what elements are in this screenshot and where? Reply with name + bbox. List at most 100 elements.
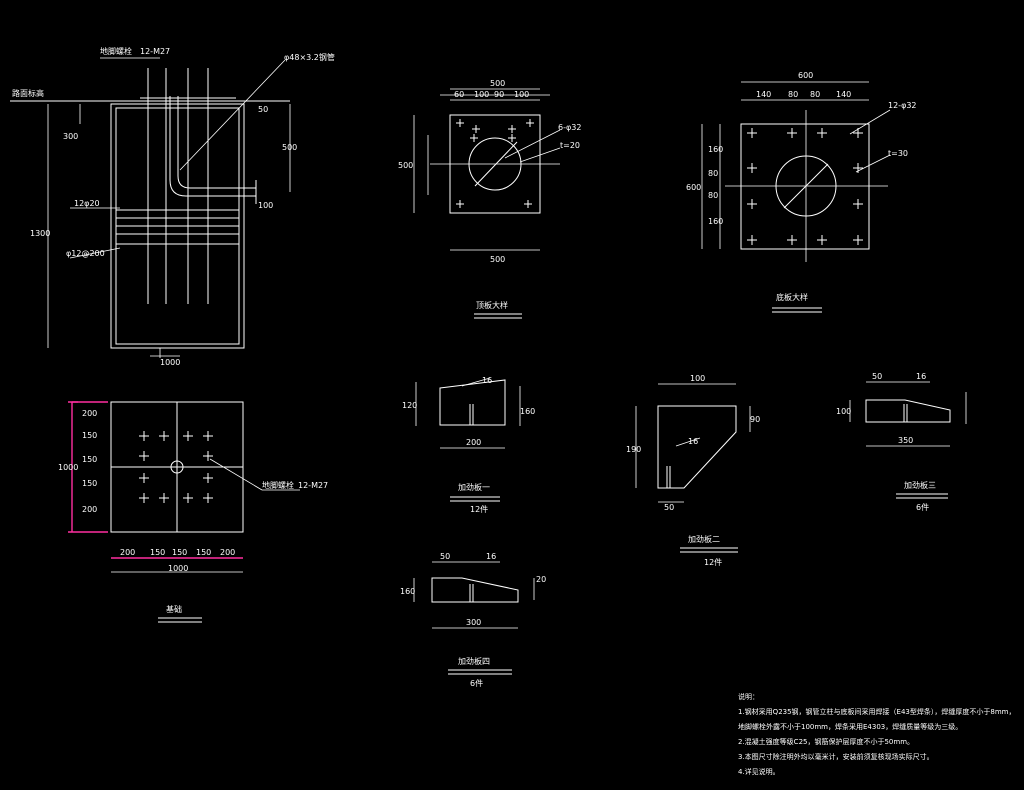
plan-dim-b1: 200 [120,548,135,557]
dim-300: 300 [63,132,78,141]
hole-cross-icon [853,199,863,209]
bolt-cross-icon [203,451,213,461]
hole-cross-icon [524,200,532,208]
bolt-cross-icon [203,493,213,503]
bolt-cross-icon [139,431,149,441]
bolt-cross-icon [159,493,169,503]
stiff2-title: 加劲板二 [688,534,720,544]
plate2-dim-t4: 140 [836,90,851,99]
stiff2-dim-bottom: 50 [664,503,674,512]
notes-line-5: 4.详见说明。 [738,768,780,776]
stiff1-dim-h: 120 [402,401,417,410]
stiff4-dim-w: 300 [466,618,481,627]
stiffener2-view: 100 190 90 16 50 加劲板二 12件 [626,374,760,567]
plate2-dim-l4: 160 [708,217,723,226]
hole-cross-icon [787,128,797,138]
plate2-dim-l3: 80 [708,191,718,200]
plan-dim-l3: 150 [82,455,97,464]
dim-1300: 1300 [30,229,50,238]
stiff2-dim-h: 190 [626,445,641,454]
bolt-cross-icon [183,493,193,503]
hole-cross-icon [747,128,757,138]
rebar-label-1: 12φ20 [74,199,100,208]
stiff4-dim-a: 50 [440,552,450,561]
plan-dim-total: 1000 [168,564,188,573]
stiff4-dim-r: 20 [536,575,546,584]
plan-bolt-crosses [139,431,213,503]
plate1-dim-t1: 60 [454,90,464,99]
plate1-thick-label: t=20 [560,141,580,150]
plate2-holes-label: 12-φ32 [888,101,917,110]
dim-500: 500 [282,143,297,152]
stiff2-qty: 12件 [704,557,722,567]
hole-cross-icon [787,235,797,245]
stiff1-dim-r: 160 [520,407,535,416]
ground-label: 路面标高 [12,88,44,98]
dim-50: 50 [258,105,268,114]
plate2-dim-l1: 160 [708,145,723,154]
dim-100: 100 [258,201,273,210]
notes-line-3: 2.混凝土强度等级C25，钢筋保护层厚度不小于50mm。 [738,738,915,746]
plate2-thick-label: t=30 [888,149,908,158]
hole-cross-icon [747,235,757,245]
stiff4-dim-h: 160 [400,587,415,596]
plate1-dim-t2: 100 [474,90,489,99]
stiff3-dim-a: 50 [872,372,882,381]
pipe-label: φ48×3.2钢管 [284,52,335,62]
stiff1-title: 加劲板一 [458,482,490,492]
stiff4-dim-slope: 16 [486,552,496,561]
plan-dim-b2: 150 [150,548,165,557]
stiff2-dim-r: 90 [750,415,760,424]
plan-dim-l1: 200 [82,409,97,418]
stiffener4-view: 50 16 160 20 300 加劲板四 6件 [400,552,546,688]
hole-cross-icon [508,125,516,133]
hole-cross-icon [853,235,863,245]
plate1-hole-crosses [456,119,534,208]
hole-cross-icon [817,235,827,245]
plan-bolt-spec: 12-M27 [298,481,328,490]
bolt-cross-icon [139,493,149,503]
notes-line-1: 1.钢材采用Q235钢，钢管立柱与底板间采用焊接（E43型焊条），焊缝厚度不小于… [738,708,1016,716]
notes-line-2: 地脚螺栓外露不小于100mm，焊条采用E4303，焊缝质量等级为三级。 [738,723,963,731]
plate2-dim-l2: 80 [708,169,718,178]
bolt-cross-icon [203,431,213,441]
anchor-bolt-label: 地脚螺栓 [100,46,132,56]
plan-dim-left: 1000 [58,463,78,472]
plate1-holes-label: 6-φ32 [558,123,581,132]
plate1-dim-t4: 100 [514,90,529,99]
dim-1000: 1000 [160,358,180,367]
plate1-dim-bottom: 500 [490,255,505,264]
bolt-cross-icon [139,473,149,483]
hole-cross-icon [456,119,464,127]
plate2-title: 底板大样 [776,292,808,302]
bolt-cross-icon [183,431,193,441]
bolt-cross-icon [159,431,169,441]
plan-dim-b4: 150 [196,548,211,557]
hole-cross-icon [817,128,827,138]
hole-cross-icon [508,134,516,142]
bolt-cross-icon [139,451,149,461]
rebar-label-2: φ12@200 [66,249,105,258]
stiff3-qty: 6件 [916,502,929,512]
hole-cross-icon [853,128,863,138]
plan-view: 地脚螺栓 12-M27 200 150 150 150 200 1000 100… [58,401,328,623]
plate1-dim-top: 500 [490,79,505,88]
plate1-dim-left: 500 [398,161,413,170]
plan-dim-l2: 150 [82,431,97,440]
plate2-view: 600 140 80 80 140 600 160 80 80 160 12-φ… [686,71,917,313]
plate1-title: 顶板大样 [476,300,508,310]
stiff3-dim-w: 350 [898,436,913,445]
plate2-dim-t3: 80 [810,90,820,99]
plate2-hole-crosses [747,128,863,245]
notes-block: 说明： 1.钢材采用Q235钢，钢管立柱与底板间采用焊接（E43型焊条），焊缝厚… [738,690,1022,780]
plan-dim-b5: 200 [220,548,235,557]
plan-dim-b3: 150 [172,548,187,557]
stiff4-title: 加劲板四 [458,656,490,666]
stiff1-qty: 12件 [470,504,488,514]
stiff3-dim-h: 100 [836,407,851,416]
notes-line-4: 3.本图尺寸除注明外均以毫米计，安装前须复核现场实际尺寸。 [738,753,934,761]
hole-cross-icon [747,199,757,209]
plan-dim-l5: 200 [82,505,97,514]
stiff2-dim-top: 100 [690,374,705,383]
